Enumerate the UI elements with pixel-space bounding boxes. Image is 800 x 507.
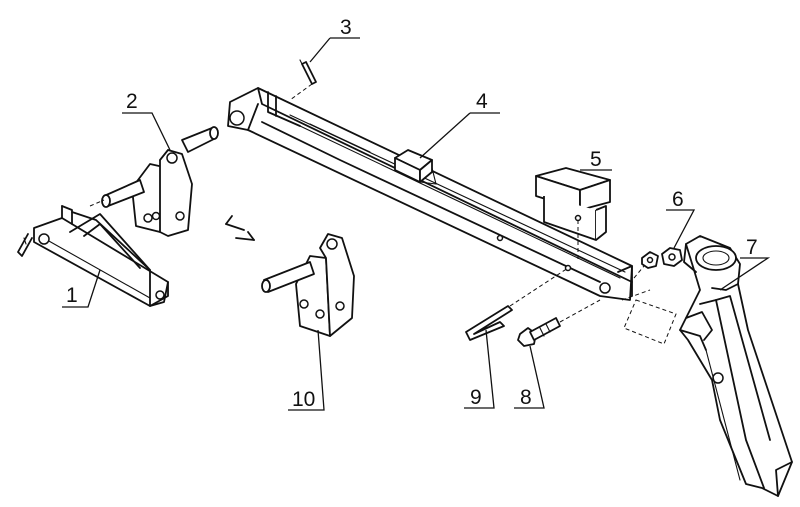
- label-10: 10: [292, 388, 315, 411]
- part-10-bracket: [261, 233, 355, 337]
- cotter-pin-left: [17, 233, 33, 257]
- label-leaders: [62, 37, 771, 411]
- assembly-guide-line-upper: [633, 265, 645, 279]
- label-2: 2: [126, 90, 138, 113]
- assembly-guide-line: [621, 289, 651, 301]
- label-4: 4: [476, 90, 488, 113]
- double-arrow-icon: [225, 215, 255, 241]
- label-3: 3: [340, 16, 352, 39]
- label-8: 8: [520, 386, 532, 409]
- part-3-pin: [289, 59, 317, 101]
- part-2-bracket: [89, 126, 219, 237]
- assembly-guide-box: [623, 299, 677, 345]
- part-5-block: [535, 167, 611, 262]
- part-8-bolt: [517, 299, 601, 347]
- label-6: 6: [672, 188, 684, 211]
- label-7: 7: [746, 236, 758, 259]
- label-9: 9: [470, 386, 482, 409]
- part-4-main-beam: [227, 87, 633, 301]
- part-9-spring-clip: [465, 267, 569, 341]
- label-1: 1: [66, 284, 78, 307]
- part-6-nut: [641, 247, 683, 269]
- part-7-upright: [679, 235, 793, 497]
- label-5: 5: [590, 148, 602, 171]
- part-1-hitch-frame: [33, 205, 169, 307]
